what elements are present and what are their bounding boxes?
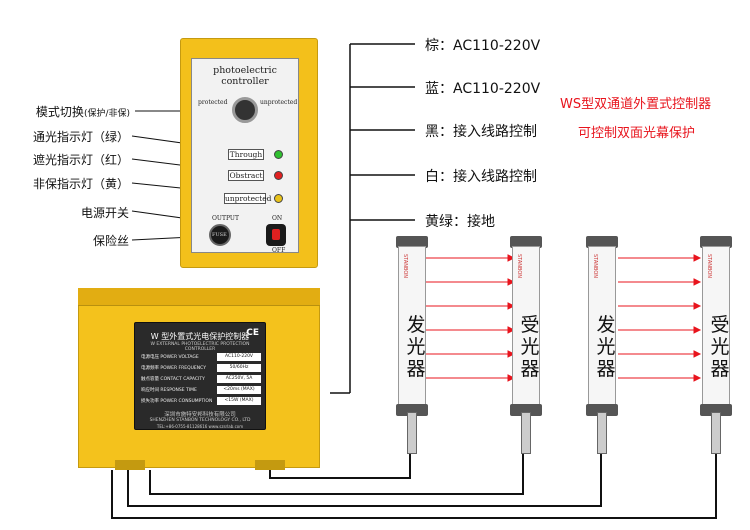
protected-label: protected — [198, 99, 228, 106]
plate-subtitle: W EXTERNAL PHOTOELECTRIC PROTECTION CONT… — [150, 342, 250, 352]
sensor-brand: STANBON — [706, 254, 712, 279]
sensor-brand: STANBON — [592, 254, 598, 279]
unprotected-top-label: unprotected — [260, 99, 298, 106]
label-obstract-led: 遮光指示灯（红） — [32, 153, 129, 167]
spec-value: <20ms (MAX) — [217, 386, 261, 394]
sensor-brand: STANBON — [516, 254, 522, 279]
spec-plate: CE W 型外置式光电保护控制器 W EXTERNAL PHOTOELECTRI… — [134, 322, 266, 430]
wire-label-blue: 蓝：AC110-220V — [425, 81, 541, 97]
label-through-led: 通光指示灯（绿） — [32, 130, 129, 144]
controller-face: photoelectric controller protected unpro… — [191, 58, 299, 254]
wire-label-black: 黑：接入线路控制 — [425, 124, 537, 140]
spec-label: 触点容量 CONTACT CAPACITY — [141, 377, 205, 382]
label-fuse: 保险丝 — [92, 234, 129, 248]
fuse-label: FUSE — [212, 232, 227, 238]
obstract-indicator-label: Obstract — [228, 170, 264, 181]
box-foot-right — [255, 460, 285, 470]
spec-label: 电源频率 POWER FREQUENCY — [141, 366, 206, 371]
headline-line-2: 可控制双面光幕保护 — [578, 126, 696, 141]
sensor-label: 发光器 — [406, 314, 426, 380]
spec-value: <15W (MAX) — [217, 397, 261, 405]
sensor-label: 发光器 — [596, 314, 616, 380]
label-unprotected-led: 非保指示灯（黄） — [32, 177, 129, 191]
mode-switch-knob[interactable] — [232, 97, 258, 123]
unprotected-indicator-label: unprotected — [224, 193, 272, 204]
obstract-led — [274, 171, 283, 180]
spec-label: 电源电压 POWER VOLTAGE — [141, 355, 199, 360]
sensor-label: 受光器 — [710, 314, 730, 380]
spec-value: AC110-220V — [217, 353, 261, 361]
wire-label-brown: 棕：AC110-220V — [425, 38, 541, 54]
beams-pair-2 — [618, 254, 702, 382]
off-label: OFF — [272, 247, 286, 254]
on-label: ON — [272, 215, 283, 222]
unprotected-led — [274, 194, 283, 203]
wire-label-white: 白：接入线路控制 — [425, 169, 537, 185]
wire-label-yellow-green: 黄绿：接地 — [425, 214, 495, 230]
plate-title: W 型外置式光电保护控制器 — [150, 332, 250, 341]
through-indicator-label: Through — [228, 149, 264, 160]
headline-line-1: WS型双通道外置式控制器 — [560, 97, 712, 112]
sensor-brand: STANBON — [402, 254, 408, 279]
company-name-en: SHENZHEN STANBON TECHNOLOGY CO., LTD — [149, 418, 251, 423]
spec-label: 响应时间 RESPONSE TIME — [141, 388, 197, 393]
controller-box-lid — [78, 288, 320, 306]
fuse-holder[interactable] — [209, 224, 231, 246]
through-led — [274, 150, 283, 159]
output-label: OUTPUT — [212, 215, 239, 222]
company-name-cn: 深圳市施特安邦科技有限公司 — [164, 412, 236, 418]
spec-label: 损失功率 POWER CONSUMPTION — [141, 399, 213, 404]
power-switch[interactable] — [266, 224, 286, 246]
company-contact: TEL:+86-0755-81128616 www.szsrlab.com — [156, 424, 244, 429]
box-foot-left — [115, 460, 145, 470]
ce-mark: CE — [246, 328, 259, 338]
beams-pair-1 — [425, 254, 516, 382]
sensor-label: 受光器 — [520, 314, 540, 380]
label-power-switch: 电源开关 — [80, 206, 129, 220]
panel-title: photoelectric controller — [213, 65, 277, 87]
spec-value: AC250V, 5A — [217, 375, 261, 383]
label-mode-switch: 模式切换(保护/非保) — [35, 105, 130, 119]
spec-value: 50/60Hz — [217, 364, 261, 372]
